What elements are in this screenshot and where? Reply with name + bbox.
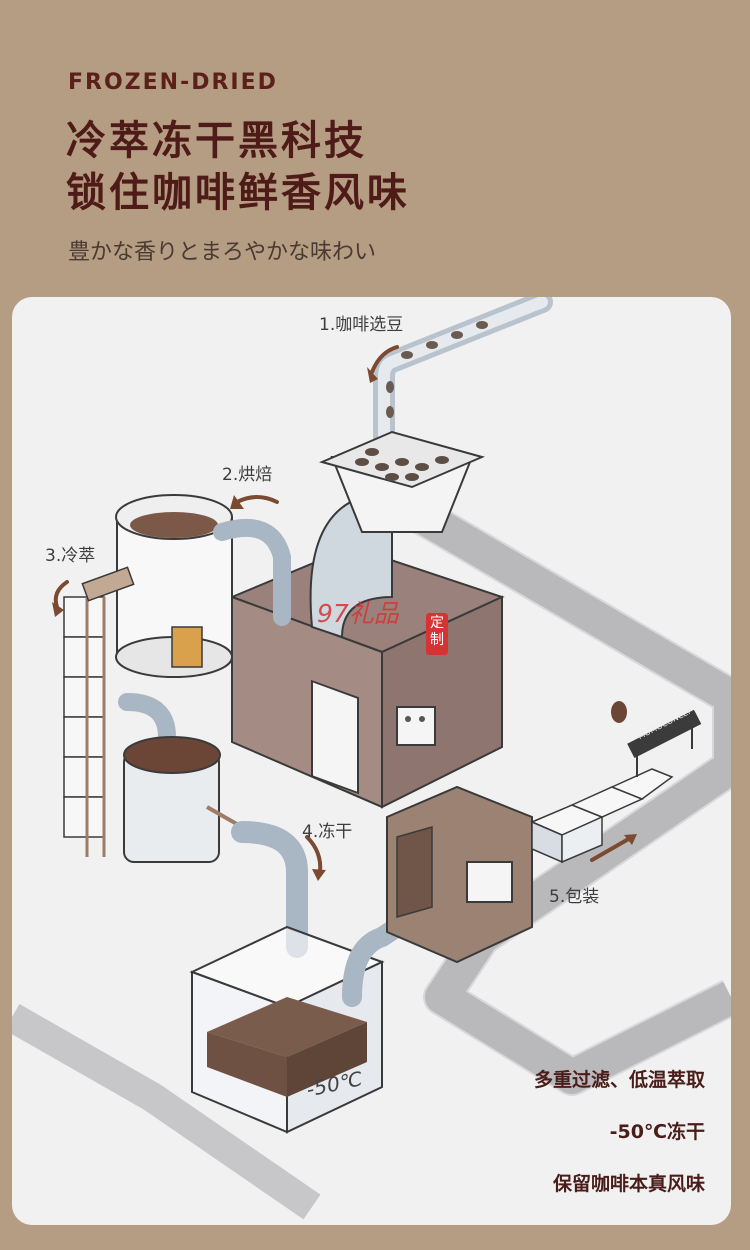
- packaged-boxes: [530, 768, 674, 864]
- step-label-1: 1.咖啡选豆: [319, 315, 404, 335]
- header: FROZEN-DRIED 冷萃冻干黑科技 锁住咖啡鲜香风味 豊かな香りとまろやか…: [0, 0, 750, 300]
- watermark-text: 97礼品: [317, 599, 399, 628]
- roaster-pipe: [213, 518, 291, 626]
- kicker: FROZEN-DRIED: [68, 70, 278, 95]
- step-label-4: 4.冻干: [302, 822, 353, 842]
- freeze-dry-pipe: [231, 821, 308, 958]
- process-illustration-card: 1.咖啡选豆 2.烘焙 3.冷萃 4.冻干 5.包装 -50℃ MOMOCONC…: [12, 297, 731, 1225]
- coffee-powder-block: [207, 997, 367, 1057]
- arrow-step2: [235, 495, 279, 504]
- note-line-2: -50℃冻干: [609, 1121, 705, 1143]
- roasted-beans: [130, 512, 218, 538]
- cold-brew-tower: [63, 596, 105, 838]
- step-arrows: [53, 345, 634, 874]
- watermark-badge: 定制: [426, 613, 448, 655]
- beans-in-hopper: [355, 448, 449, 481]
- arrow-step4: [305, 835, 323, 874]
- brand-sign: [627, 709, 702, 759]
- note-line-1: 多重过滤、低温萃取: [533, 1069, 705, 1091]
- subtitle: 豊かな香りとまろやかな味わい: [68, 240, 377, 265]
- step-label-2: 2.烘焙: [222, 465, 273, 485]
- step-label-5: 5.包装: [549, 887, 600, 907]
- coffee-beans-on-conveyor: [386, 321, 488, 418]
- arrow-step1: [370, 345, 399, 374]
- process-illustration: [12, 297, 731, 1220]
- lower-track: [12, 1003, 321, 1220]
- machine-control-panel: [396, 706, 436, 746]
- roaster-machine-right: [381, 595, 503, 809]
- note-line-3: 保留咖啡本真风味: [552, 1173, 705, 1195]
- packaging-pipe: [342, 907, 422, 1007]
- machine-door: [311, 679, 359, 795]
- arrow-step3: [53, 580, 69, 609]
- step-label-3: 3.冷萃: [45, 546, 96, 566]
- arrow-step5: [590, 835, 634, 862]
- coffee-bean-icon: [611, 701, 627, 723]
- title-line-1: 冷萃冻干黑科技: [66, 118, 367, 164]
- title-line-2: 锁住咖啡鲜香风味: [66, 170, 410, 216]
- bean-conveyor: [373, 297, 553, 448]
